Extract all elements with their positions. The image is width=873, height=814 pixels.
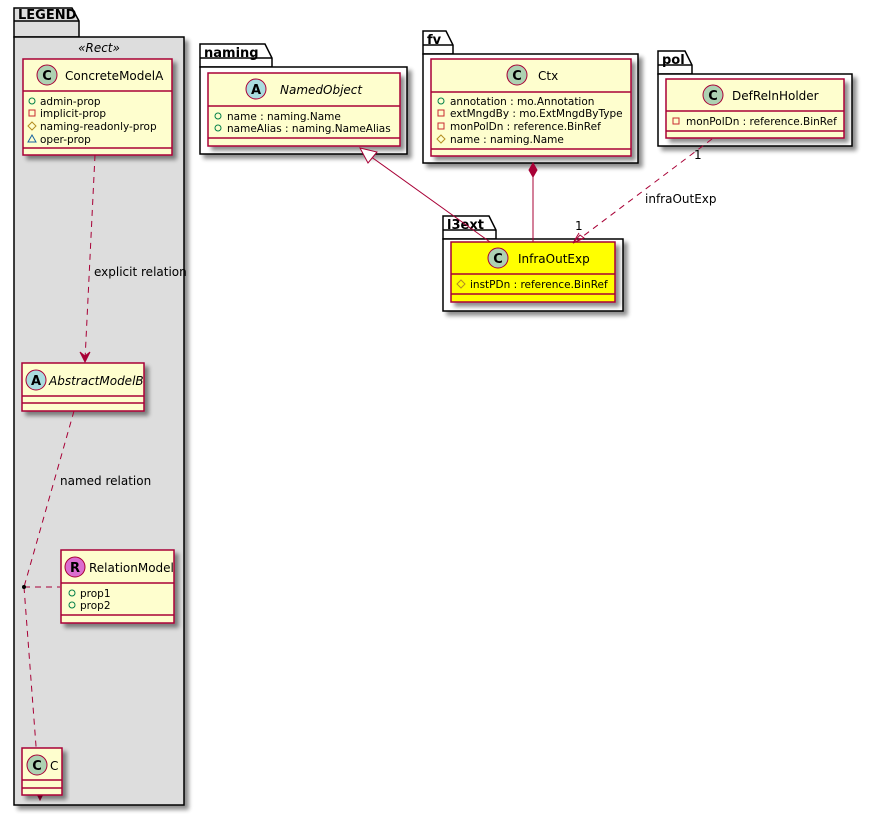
class-ctx[interactable]: C Ctx annotation : mo.Annotation extMngd…	[430, 58, 632, 157]
inheritance-arrow-icon	[359, 147, 378, 164]
explicit-relation-edge: explicit relation	[79, 154, 187, 364]
class-badge-letter: C	[708, 89, 718, 104]
class-name: AbstractModelB	[48, 374, 144, 388]
class-badge-letter: A	[251, 83, 261, 98]
attribute: naming-readonly-prop	[40, 121, 157, 133]
class-named-object[interactable]: A NamedObject name : naming.Name nameAli…	[207, 72, 401, 147]
named-relation-label: named relation	[60, 474, 151, 488]
private-visibility-icon	[672, 117, 680, 125]
attribute: implicit-prop	[40, 108, 106, 120]
infra-out-exp-edge: 1 1 infraOutExp	[572, 138, 717, 244]
class-name: RelationModel	[89, 561, 174, 575]
private-visibility-icon	[437, 109, 445, 117]
attribute: oper-prop	[40, 134, 91, 146]
legend-package-name: LEGEND	[18, 8, 77, 23]
l3ext-package: l3ext C InfraOutExp instPDn : reference.…	[442, 215, 624, 312]
class-badge-icon	[36, 64, 58, 86]
arrow-head-icon	[79, 351, 91, 364]
public-visibility-icon	[214, 112, 222, 120]
fv-package-name: fv	[427, 33, 442, 48]
explicit-relation-label: explicit relation	[94, 265, 187, 279]
class-name: C	[50, 759, 58, 773]
abstract-badge-icon	[245, 78, 267, 100]
class-abstract-model-b[interactable]: A AbstractModelB	[21, 362, 145, 412]
attribute: instPDn : reference.BinRef	[470, 279, 608, 291]
class-badge-icon	[487, 247, 509, 269]
public-visibility-icon	[28, 97, 36, 105]
class-relation-model[interactable]: R RelationModel prop1 prop2	[60, 549, 175, 624]
class-badge-letter: C	[32, 759, 42, 774]
composition-diamond-icon	[528, 161, 538, 179]
source-multiplicity: 1	[694, 148, 702, 162]
public-visibility-icon	[68, 601, 76, 609]
class-badge-icon	[506, 64, 528, 86]
naming-package: naming A NamedObject name : naming.Name …	[199, 43, 408, 155]
class-name: NamedObject	[280, 83, 363, 97]
fv-package: fv C Ctx annotation : mo.Annotation extM…	[422, 30, 639, 164]
readonly-visibility-icon	[456, 279, 466, 289]
pol-package-name: pol	[662, 53, 685, 68]
class-name: InfraOutExp	[518, 252, 590, 266]
class-name: Ctx	[538, 69, 558, 83]
private-visibility-icon	[437, 122, 445, 130]
pol-package: pol C DefRelnHolder monPolDn : reference…	[657, 50, 853, 147]
class-badge-letter: C	[512, 69, 522, 84]
class-concrete-model-a[interactable]: C ConcreteModelA admin-prop implicit-pro…	[22, 58, 173, 156]
class-infra-out-exp[interactable]: C InfraOutExp instPDn : reference.BinRef	[450, 241, 616, 303]
legend-package: LEGEND «Rect» C ConcreteModelA admin-pro…	[13, 7, 187, 806]
readonly-visibility-icon	[27, 121, 37, 131]
class-badge-icon	[26, 754, 48, 776]
private-visibility-icon	[28, 109, 36, 117]
oper-visibility-icon	[27, 133, 37, 143]
public-visibility-icon	[437, 97, 445, 105]
class-badge-letter: R	[70, 561, 80, 576]
relation-badge-icon	[64, 556, 86, 578]
attribute: admin-prop	[40, 96, 101, 108]
association-point-icon	[22, 585, 26, 589]
attribute: nameAlias : naming.NameAlias	[227, 123, 391, 135]
attribute: prop1	[80, 588, 111, 600]
target-multiplicity: 1	[575, 219, 583, 233]
legend-stereotype: «Rect»	[78, 41, 120, 55]
class-def-reln-holder[interactable]: C DefRelnHolder monPolDn : reference.Bin…	[665, 78, 845, 139]
attribute: annotation : mo.Annotation	[450, 96, 594, 108]
legend-package-body	[13, 36, 185, 806]
class-c[interactable]: C C	[21, 747, 63, 796]
legend-package-tab	[13, 7, 80, 38]
abstract-badge-icon	[25, 369, 47, 391]
generalization-edge	[359, 147, 491, 243]
public-visibility-icon	[68, 589, 76, 597]
class-name: DefRelnHolder	[732, 89, 819, 103]
attribute: name : naming.Name	[227, 111, 341, 123]
class-badge-letter: C	[42, 69, 52, 84]
public-visibility-icon	[214, 124, 222, 132]
attribute: name : naming.Name	[450, 134, 564, 146]
infra-out-exp-label: infraOutExp	[645, 192, 717, 206]
attribute: monPolDn : reference.BinRef	[686, 116, 837, 128]
attribute: monPolDn : reference.BinRef	[450, 121, 601, 133]
class-badge-icon	[702, 84, 724, 106]
attribute: extMngdBy : mo.ExtMngdByType	[450, 108, 623, 120]
naming-package-name: naming	[204, 46, 259, 61]
l3ext-package-name: l3ext	[447, 218, 484, 233]
readonly-visibility-icon	[436, 134, 446, 144]
class-badge-letter: C	[493, 252, 503, 267]
class-name: ConcreteModelA	[65, 69, 164, 83]
composition-edge	[528, 161, 538, 242]
attribute: prop2	[80, 600, 111, 612]
class-badge-letter: A	[31, 374, 41, 389]
